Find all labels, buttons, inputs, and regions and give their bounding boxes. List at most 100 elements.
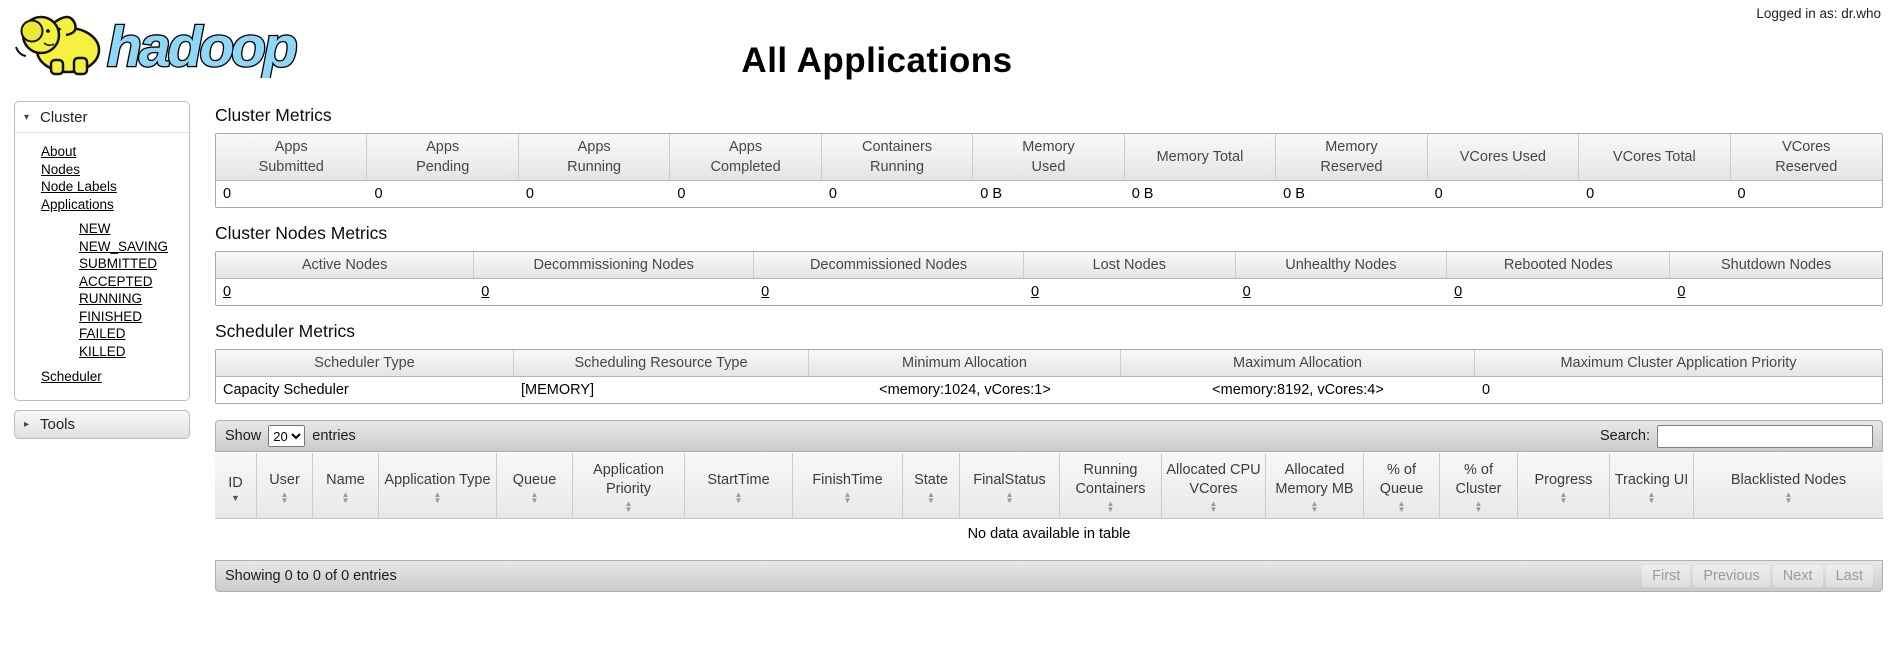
app-state-link[interactable]: NEW <box>79 221 111 236</box>
tools-panel-header[interactable]: ▸ Tools <box>14 410 190 439</box>
table-header-cell: Decommissioning Nodes <box>474 252 755 279</box>
sidebar-link[interactable]: Applications <box>41 196 114 212</box>
node-count-link[interactable]: 0 <box>1242 284 1251 300</box>
table-row: Capacity Scheduler [MEMORY] <memory:1024… <box>216 377 1882 403</box>
sidebar-link[interactable]: Nodes <box>41 161 81 177</box>
column-header[interactable]: FinishTime ▲ ▼ <box>793 453 903 519</box>
node-count-link[interactable]: 0 <box>481 284 490 300</box>
pagination-button[interactable]: Next <box>1772 565 1823 587</box>
resource-type-value: [MEMORY] <box>514 377 809 403</box>
metric-value: 0 <box>821 181 974 207</box>
sort-icon: ▲ ▼ <box>1209 499 1218 514</box>
column-header[interactable]: ID ▲ ▼ <box>215 453 257 519</box>
metric-value: 0 <box>216 181 368 207</box>
sidebar-link[interactable]: About <box>41 144 77 159</box>
column-header[interactable]: Allocated Memory MB ▲ ▼ <box>1266 453 1364 519</box>
column-header[interactable]: Blacklisted Nodes ▲ ▼ <box>1694 453 1883 519</box>
node-count-link[interactable]: 0 <box>1030 284 1040 300</box>
max-cluster-app-priority-value: 0 <box>1475 377 1882 403</box>
metric-value: 0 <box>1427 181 1580 207</box>
chevron-down-icon: ▾ <box>24 112 30 123</box>
sidebar-item-scheduler: Scheduler <box>15 369 189 384</box>
app-state-link[interactable]: SUBMITTED <box>79 256 158 271</box>
app-state-link[interactable]: ACCEPTED <box>79 273 153 289</box>
sidebar-subitem: NEW <box>79 220 189 238</box>
sidebar-item: Node Labels <box>41 178 189 196</box>
maximum-allocation-value: <memory:8192, vCores:4> <box>1121 377 1475 403</box>
metric-value: 0 <box>670 181 822 207</box>
app-state-link[interactable]: KILLED <box>79 343 126 359</box>
empty-message: No data available in table <box>215 519 1883 551</box>
pagination-button[interactable]: First <box>1642 565 1691 587</box>
sort-icon: ▲ ▼ <box>1559 489 1568 505</box>
table-header-cell: Apps Pending <box>367 134 519 181</box>
sort-icon: ▲ ▼ <box>1647 489 1656 505</box>
column-header[interactable]: Application Priority ▲ ▼ <box>573 453 685 519</box>
scheduler-link[interactable]: Scheduler <box>41 369 102 384</box>
column-header[interactable]: Application Type ▲ ▼ <box>379 453 497 519</box>
column-header[interactable]: Name ▲ ▼ <box>313 453 379 519</box>
sort-icon: ▲ ▼ <box>280 489 289 505</box>
table-header-cell: Minimum Allocation <box>809 350 1121 377</box>
metric-value: 0 <box>367 181 519 207</box>
column-header[interactable]: User ▲ ▼ <box>257 453 313 519</box>
table-header-cell: Containers Running <box>821 134 974 181</box>
column-header[interactable]: State ▲ ▼ <box>903 453 960 519</box>
page-title: All Applications <box>741 41 1013 81</box>
sort-icon: ▲ ▼ <box>1106 499 1115 514</box>
column-header[interactable]: Progress ▲ ▼ <box>1518 453 1610 519</box>
column-header[interactable]: Queue ▲ ▼ <box>497 453 573 519</box>
page-size-select[interactable]: 20 <box>268 425 306 447</box>
table-header-cell: Memory Reserved <box>1276 134 1428 181</box>
column-header[interactable]: % of Cluster ▲ ▼ <box>1440 453 1518 519</box>
column-header[interactable]: StartTime ▲ ▼ <box>685 453 793 519</box>
search-label: Search: <box>1600 428 1650 444</box>
login-info: Logged in as: dr.who <box>1756 6 1881 21</box>
table-header-cell: Memory Total <box>1124 134 1277 181</box>
empty-row: No data available in table <box>215 519 1883 551</box>
cluster-panel-label: Cluster <box>40 109 88 126</box>
sidebar-subitem: FINISHED <box>79 308 189 326</box>
node-count-link[interactable]: 0 <box>223 284 232 300</box>
table-header-cell: VCores Used <box>1427 134 1580 181</box>
pagination-button[interactable]: Last <box>1825 565 1873 587</box>
table-cell: 0 <box>1235 279 1448 305</box>
column-header[interactable]: Running Containers ▲ ▼ <box>1060 453 1162 519</box>
sidebar-subitem: ACCEPTED <box>79 273 189 291</box>
sort-icon: ▲ ▼ <box>433 489 442 505</box>
metric-value: 0 B <box>1276 181 1428 207</box>
cluster-panel-header[interactable]: ▾ Cluster <box>15 102 189 133</box>
metric-value: 0 <box>518 181 671 207</box>
pagination-button[interactable]: Previous <box>1693 565 1770 587</box>
sort-icon: ▲ ▼ <box>530 489 539 505</box>
column-header[interactable]: Tracking UI ▲ ▼ <box>1610 453 1694 519</box>
app-state-link[interactable]: FAILED <box>79 326 126 341</box>
metric-value: 0 B <box>1124 181 1277 207</box>
node-count-link[interactable]: 0 <box>1677 284 1686 300</box>
app-state-link[interactable]: NEW_SAVING <box>79 238 169 254</box>
column-header[interactable]: Allocated CPU VCores ▲ ▼ <box>1162 453 1266 519</box>
sidebar-link[interactable]: Node Labels <box>41 179 117 194</box>
table-cell: 0 <box>1670 279 1882 305</box>
applications-table: ID ▲ ▼ User ▲ ▼ <box>215 453 1883 551</box>
app-state-link[interactable]: RUNNING <box>79 291 142 306</box>
app-state-link[interactable]: FINISHED <box>79 308 143 324</box>
search-input[interactable] <box>1657 424 1873 448</box>
column-header[interactable]: FinalStatus ▲ ▼ <box>960 453 1060 519</box>
table-header-cell: Apps Completed <box>670 134 822 181</box>
table-header-cell: Unhealthy Nodes <box>1235 252 1448 279</box>
sort-icon: ▲ ▼ <box>927 489 935 505</box>
table-header-cell: Lost Nodes <box>1023 252 1236 279</box>
node-count-link[interactable]: 0 <box>761 284 770 300</box>
table-header-cell: Scheduling Resource Type <box>514 350 809 377</box>
node-count-link[interactable]: 0 <box>1454 284 1463 300</box>
column-header[interactable]: % of Queue ▲ ▼ <box>1364 453 1440 519</box>
table-header-cell: Apps Submitted <box>216 134 368 181</box>
sort-icon: ▲ ▼ <box>1784 489 1793 505</box>
table-header-cell: Decommissioned Nodes <box>754 252 1024 279</box>
